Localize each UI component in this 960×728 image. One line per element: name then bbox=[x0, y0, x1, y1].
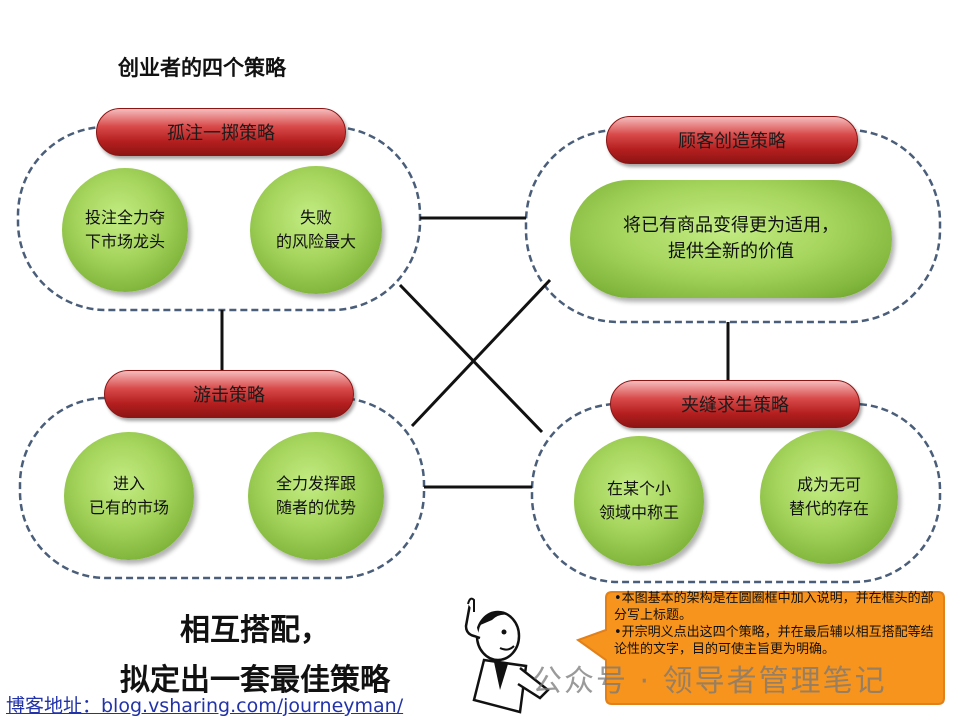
strategy-label-top-right: 顾客创造策略 bbox=[606, 116, 858, 164]
strategy-label-text: 顾客创造策略 bbox=[678, 127, 786, 153]
callout-line-1: •本图基本的架构是在圆圈框中加入说明，并在框头的部分写上标题。 bbox=[614, 590, 942, 624]
connector-diagonal-2 bbox=[412, 280, 550, 426]
callout-line-2: •开宗明义点出这四个策略，并在最后辅以相互搭配等结论性的文字，目的可使主旨更为明… bbox=[614, 624, 942, 658]
strategy-point: 将已有商品变得更为适用， 提供全新的价值 bbox=[570, 180, 892, 298]
strategy-point: 失败 的风险最大 bbox=[250, 166, 382, 294]
strategy-label-bottom-right: 夹缝求生策略 bbox=[610, 380, 860, 428]
strategy-point: 全力发挥跟 随者的优势 bbox=[248, 432, 384, 560]
strategy-label-text: 游击策略 bbox=[193, 381, 265, 407]
blog-link[interactable]: 博客地址：blog.vsharing.com/journeyman/ bbox=[6, 691, 403, 718]
strategy-point: 在某个小 领域中称王 bbox=[574, 436, 704, 566]
strategy-point: 投注全力夺 下市场龙头 bbox=[62, 168, 188, 292]
slogan-line-1: 相互搭配， bbox=[60, 606, 450, 656]
strategy-point: 进入 已有的市场 bbox=[64, 432, 194, 560]
strategy-label-top-left: 孤注一掷策略 bbox=[96, 108, 346, 156]
connector-diagonal-1 bbox=[400, 285, 542, 432]
strategy-label-text: 孤注一掷策略 bbox=[167, 119, 275, 145]
strategy-label-bottom-left: 游击策略 bbox=[104, 370, 354, 418]
slide-title: 创业者的四个策略 bbox=[118, 52, 286, 82]
strategy-label-text: 夹缝求生策略 bbox=[681, 391, 789, 417]
strategy-point: 成为无可 替代的存在 bbox=[760, 430, 898, 564]
callout-text: •本图基本的架构是在圆圈框中加入说明，并在框头的部分写上标题。 •开宗明义点出这… bbox=[614, 590, 942, 702]
